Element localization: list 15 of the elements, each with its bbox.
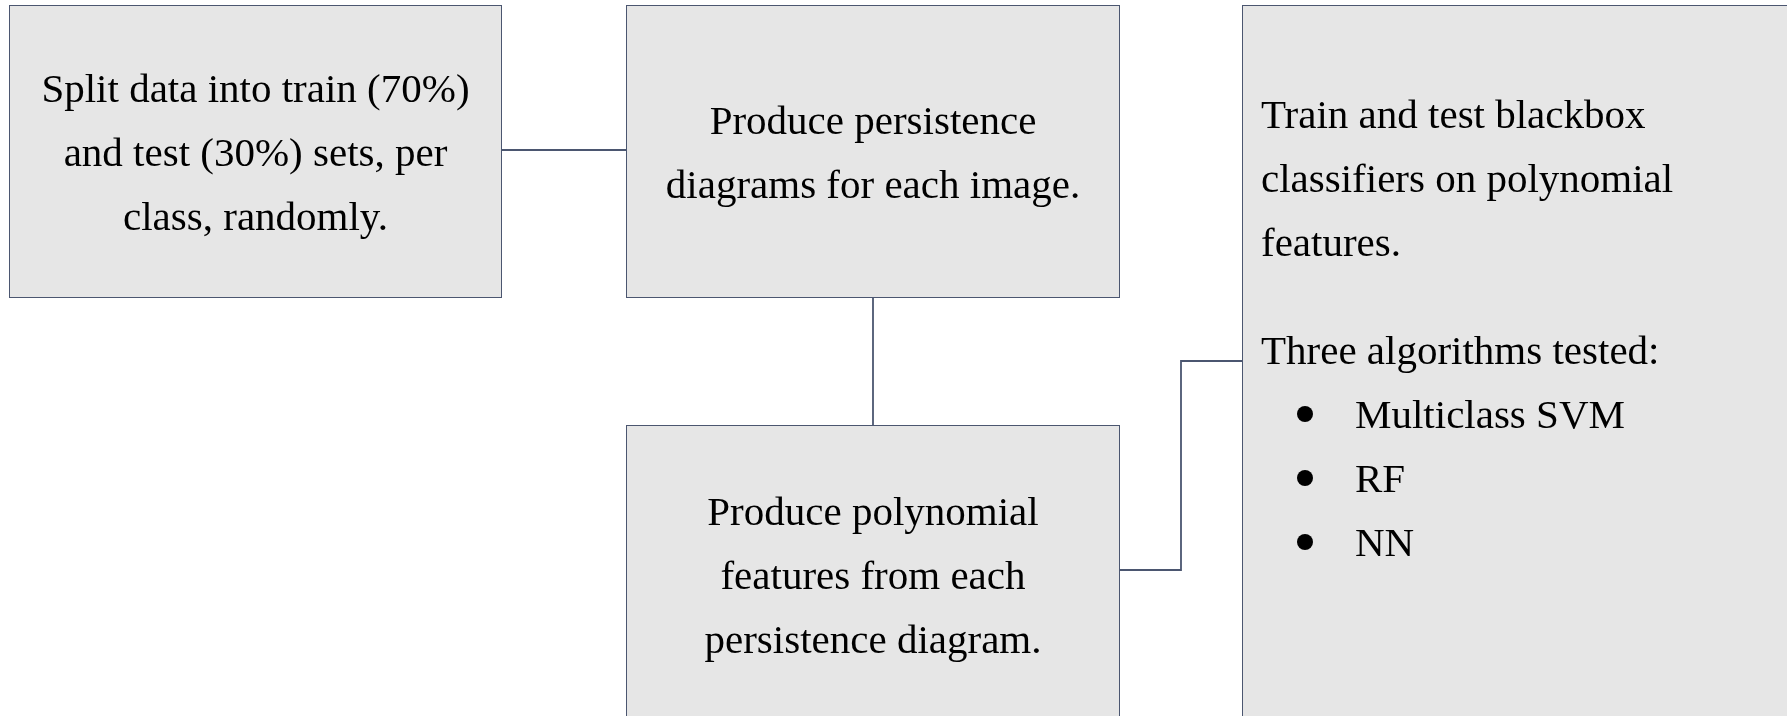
step-text: Split data into train (70%) and test (30%) sets, per class, randomly. — [40, 63, 471, 241]
list-item: NN — [1261, 510, 1777, 574]
list-item: Multiclass SVM — [1261, 382, 1777, 446]
list-heading: Three algorithms tested: — [1261, 326, 1661, 375]
step-text: Produce polynomial features from each persistence diagram. — [703, 487, 1043, 664]
process-box — [9, 5, 502, 298]
process-box — [1242, 5, 1787, 716]
list-item: RF — [1261, 446, 1777, 510]
connector-line — [872, 297, 874, 426]
connector-line — [501, 149, 627, 151]
step-text: Produce persistence diagrams for each image. — [664, 95, 1082, 209]
process-box — [626, 5, 1120, 298]
step-text: Train and test blackbox classifiers on polynomial features. — [1261, 90, 1675, 267]
connector-line — [1119, 360, 1243, 571]
process-box — [626, 425, 1120, 716]
